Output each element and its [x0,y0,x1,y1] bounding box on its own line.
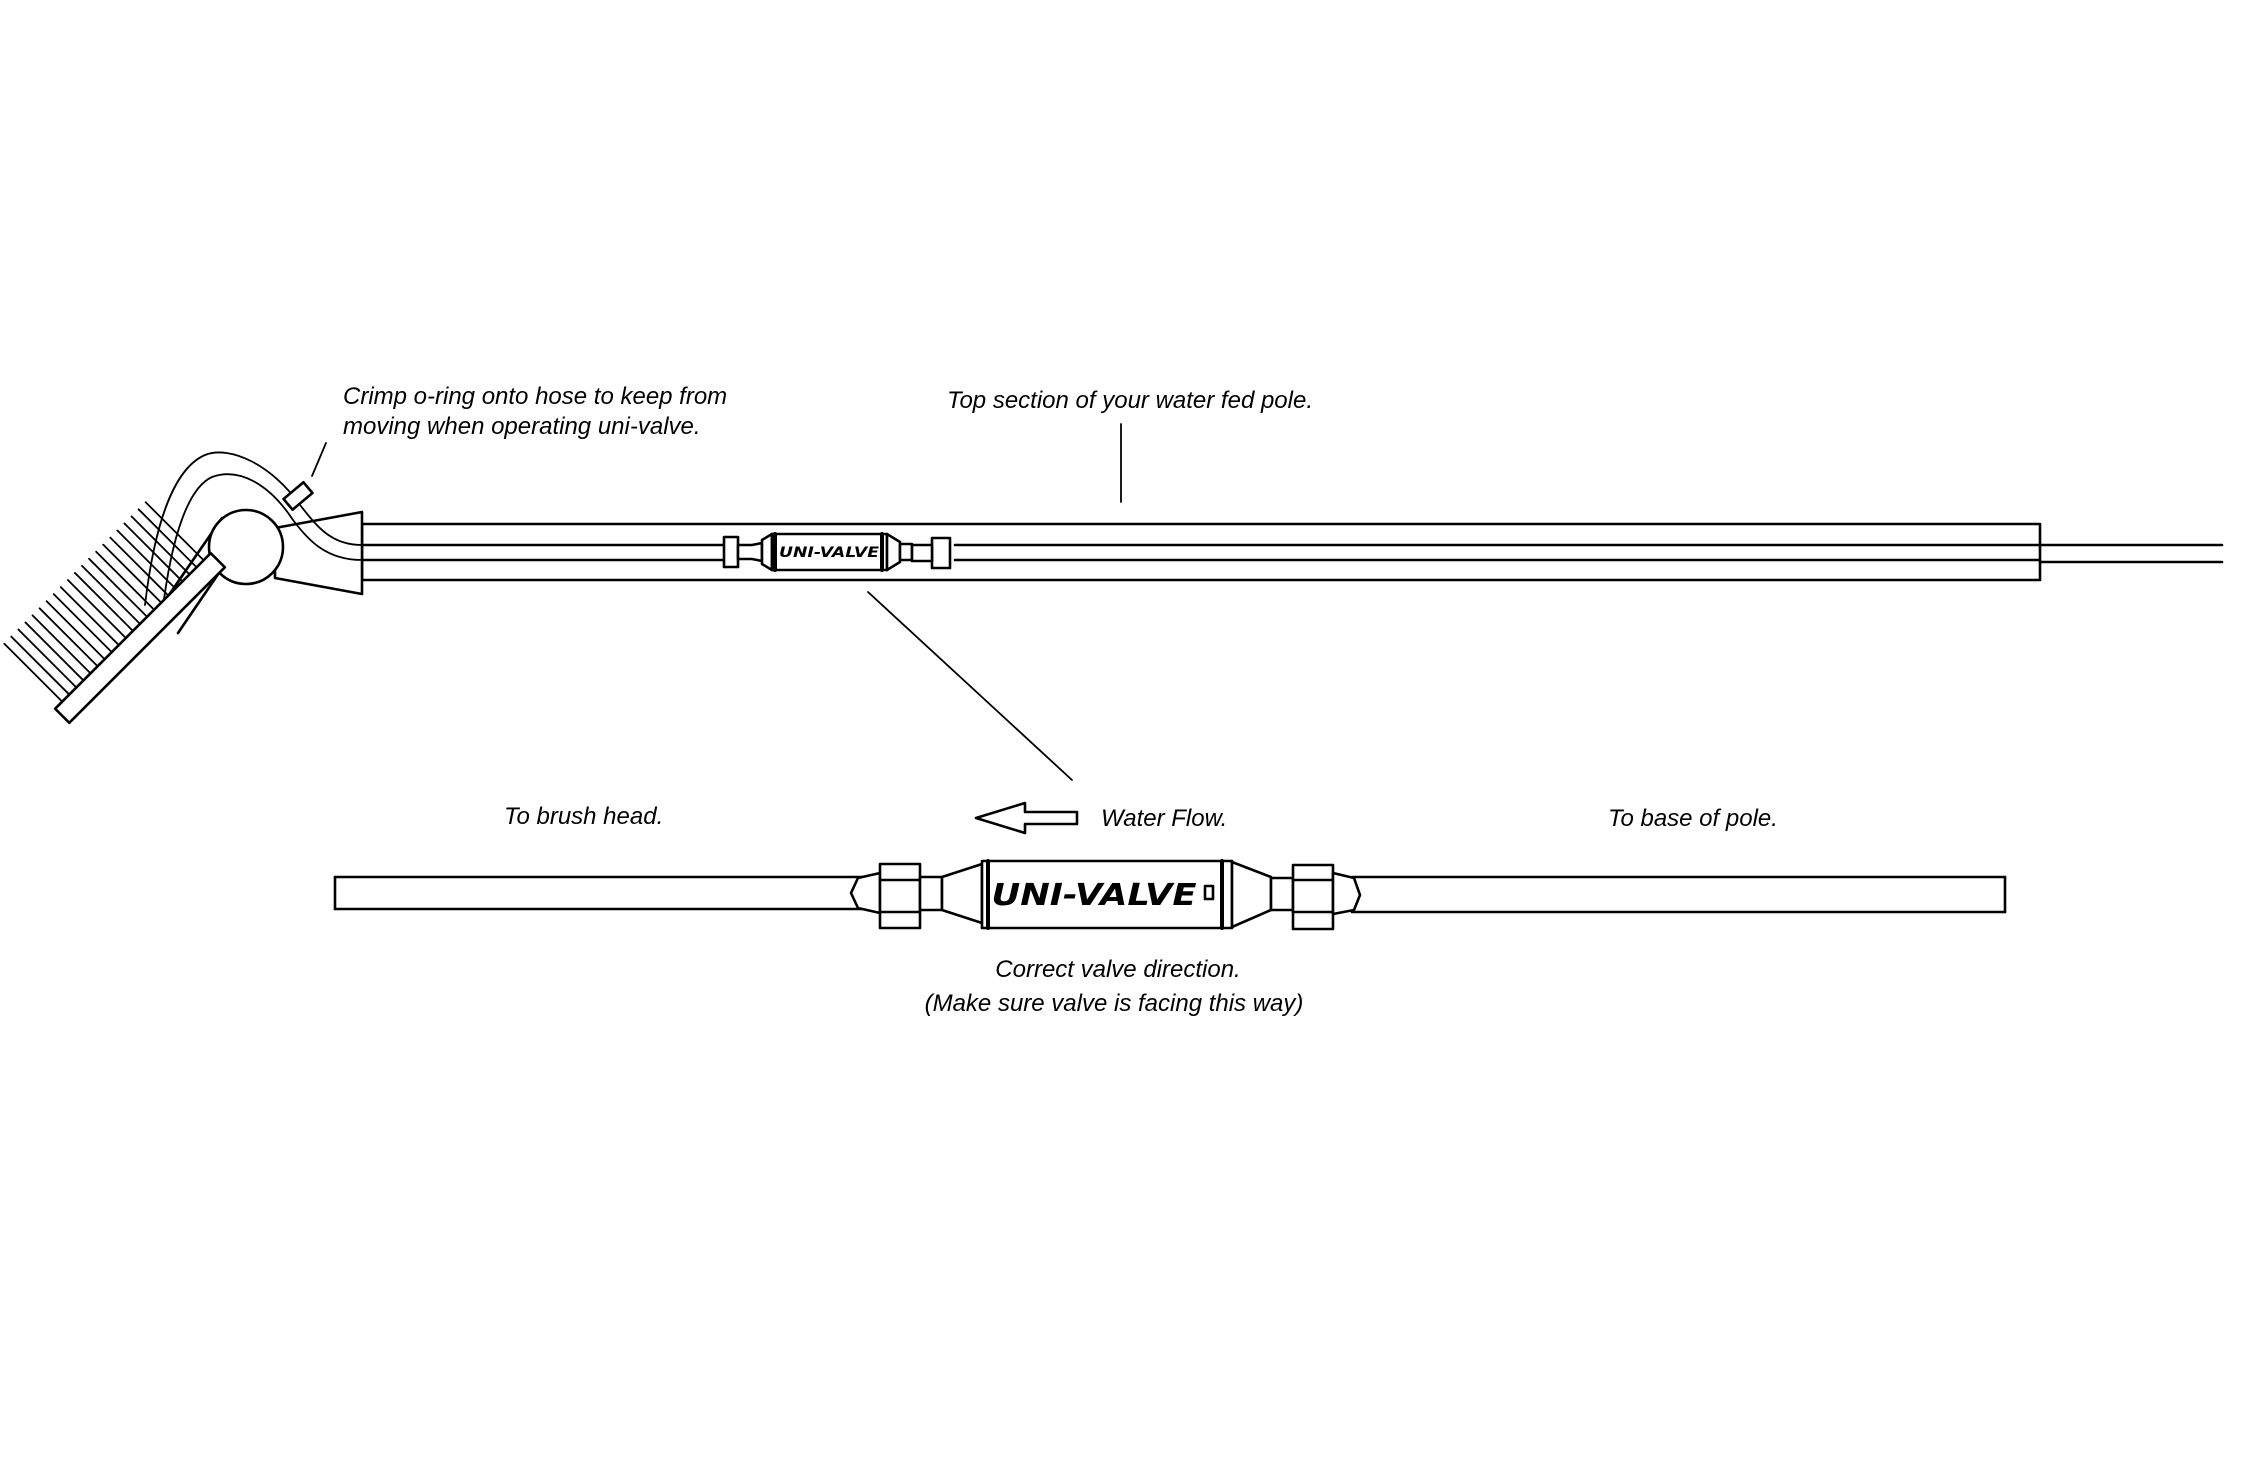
correct-direction-label: Correct valve direction. [995,956,1240,983]
brush-head-icon [3,501,227,725]
detail-leader [867,591,1073,781]
valve-logo: UNI-VALVE [992,878,1198,913]
swivel-joint [207,508,285,586]
water-flow-label: Water Flow. [1101,805,1227,832]
left-hose [333,875,882,911]
hose-to-base [2038,543,2224,564]
left-arrow-icon [974,801,1079,835]
right-nut [1269,863,1335,931]
to-brush-head-label: To brush head. [504,803,663,830]
crimp-label-line2: moving when operating uni-valve. [343,413,701,440]
to-base-label: To base of pole. [1608,805,1778,832]
pole-assembly: UNI-VALVE [3,423,2224,781]
valve-icon: UNI-VALVE [980,859,1234,930]
left-barb [849,871,882,915]
left-nut [878,862,944,930]
inner-hose [360,543,2042,562]
hose-loop [144,451,363,616]
right-barb [1331,871,1362,916]
pole-end-cap [273,510,364,596]
o-ring [282,480,314,512]
make-sure-label: (Make sure valve is facing this way) [925,990,1304,1017]
small-valve-icon: UNI-VALVE [722,532,952,572]
o-ring-leader [311,442,327,477]
top-section-label: Top section of your water fed pole. [947,387,1313,414]
valve-detail: UNI-VALVE [333,859,2007,931]
left-taper [940,862,984,925]
small-valve-logo: UNI-VALVE [779,545,880,561]
pole-top-section [360,522,2042,582]
right-hose [1350,875,2007,914]
right-taper [1230,860,1273,929]
crimp-label-line1: Crimp o-ring onto hose to keep from [343,383,727,410]
